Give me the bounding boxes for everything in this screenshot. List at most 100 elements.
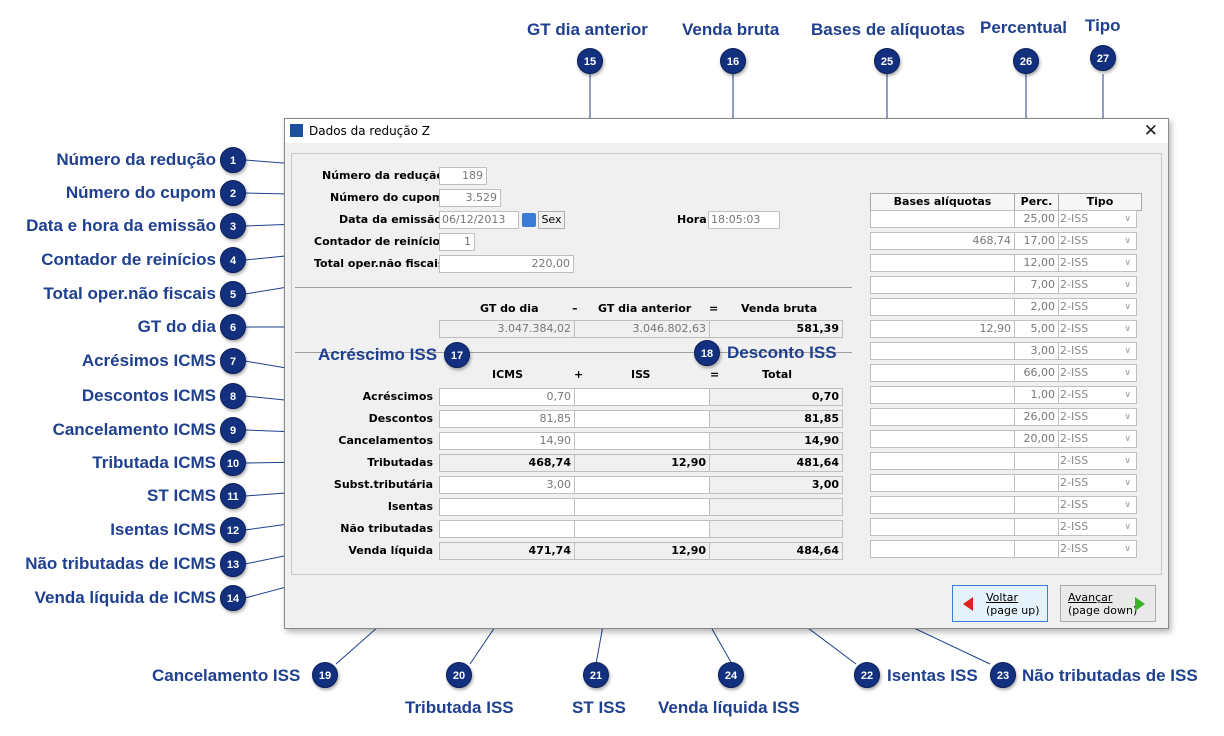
iss-cell[interactable]: 12,90 xyxy=(574,454,710,472)
base-aliquota-cell[interactable] xyxy=(870,276,1015,294)
calendar-icon[interactable] xyxy=(522,213,536,227)
data-emissao-field[interactable]: 06/12/2013 xyxy=(439,211,519,229)
perc-cell[interactable]: 1,00 xyxy=(1014,386,1059,404)
total-cell[interactable] xyxy=(709,520,843,538)
perc-cell[interactable] xyxy=(1014,496,1059,514)
base-aliquota-cell[interactable]: 468,74 xyxy=(870,232,1015,250)
perc-cell[interactable] xyxy=(1014,474,1059,492)
chevron-down-icon[interactable]: ∨ xyxy=(1124,368,1131,378)
total-nao-fiscais-field[interactable]: 220,00 xyxy=(439,255,574,273)
chevron-down-icon[interactable]: ∨ xyxy=(1124,346,1131,356)
total-cell[interactable]: 0,70 xyxy=(709,388,843,406)
base-aliquota-cell[interactable] xyxy=(870,364,1015,382)
perc-cell[interactable]: 3,00 xyxy=(1014,342,1059,360)
base-aliquota-cell[interactable] xyxy=(870,386,1015,404)
base-aliquota-cell[interactable] xyxy=(870,408,1015,426)
chevron-down-icon[interactable]: ∨ xyxy=(1124,412,1131,422)
icms-cell[interactable]: 0,70 xyxy=(439,388,575,406)
hora-field[interactable]: 18:05:03 xyxy=(708,211,780,229)
numero-cupom-field[interactable]: 3.529 xyxy=(439,189,501,207)
base-aliquota-cell[interactable] xyxy=(870,430,1015,448)
icms-cell[interactable]: 468,74 xyxy=(439,454,575,472)
icms-cell[interactable] xyxy=(439,520,575,538)
iss-cell[interactable] xyxy=(574,388,710,406)
tipo-select[interactable]: 2-ISS∨ xyxy=(1058,254,1137,272)
total-cell[interactable]: 484,64 xyxy=(709,542,843,560)
icms-cell[interactable] xyxy=(439,498,575,516)
tipo-select[interactable]: 2-ISS∨ xyxy=(1058,496,1137,514)
chevron-down-icon[interactable]: ∨ xyxy=(1124,302,1131,312)
icms-cell[interactable]: 471,74 xyxy=(439,542,575,560)
total-cell[interactable]: 81,85 xyxy=(709,410,843,428)
weekday-button[interactable]: Sex xyxy=(538,211,565,229)
tipo-select[interactable]: 2-ISS∨ xyxy=(1058,474,1137,492)
chevron-down-icon[interactable]: ∨ xyxy=(1124,456,1131,466)
base-aliquota-cell[interactable] xyxy=(870,210,1015,228)
total-cell[interactable] xyxy=(709,498,843,516)
base-aliquota-cell[interactable] xyxy=(870,518,1015,536)
total-cell[interactable]: 3,00 xyxy=(709,476,843,494)
chevron-down-icon[interactable]: ∨ xyxy=(1124,324,1131,334)
total-cell[interactable]: 14,90 xyxy=(709,432,843,450)
chevron-down-icon[interactable]: ∨ xyxy=(1124,214,1131,224)
iss-cell[interactable]: 12,90 xyxy=(574,542,710,560)
chevron-down-icon[interactable]: ∨ xyxy=(1124,390,1131,400)
perc-cell[interactable]: 2,00 xyxy=(1014,298,1059,316)
perc-cell[interactable] xyxy=(1014,540,1059,558)
perc-cell[interactable] xyxy=(1014,452,1059,470)
tipo-select[interactable]: 2-ISS∨ xyxy=(1058,364,1137,382)
numero-reducao-field[interactable]: 189 xyxy=(439,167,487,185)
close-icon[interactable]: ✕ xyxy=(1143,121,1158,140)
tipo-select[interactable]: 2-ISS∨ xyxy=(1058,408,1137,426)
base-aliquota-cell[interactable] xyxy=(870,474,1015,492)
tipo-select[interactable]: 2-ISS∨ xyxy=(1058,342,1137,360)
chevron-down-icon[interactable]: ∨ xyxy=(1124,236,1131,246)
tipo-select[interactable]: 2-ISS∨ xyxy=(1058,452,1137,470)
chevron-down-icon[interactable]: ∨ xyxy=(1124,544,1131,554)
base-aliquota-cell[interactable] xyxy=(870,496,1015,514)
base-aliquota-cell[interactable] xyxy=(870,540,1015,558)
base-aliquota-cell[interactable] xyxy=(870,254,1015,272)
tipo-select[interactable]: 2-ISS∨ xyxy=(1058,210,1137,228)
tipo-select[interactable]: 2-ISS∨ xyxy=(1058,518,1137,536)
base-aliquota-cell[interactable] xyxy=(870,298,1015,316)
chevron-down-icon[interactable]: ∨ xyxy=(1124,478,1131,488)
tipo-select[interactable]: 2-ISS∨ xyxy=(1058,320,1137,338)
iss-cell[interactable] xyxy=(574,476,710,494)
total-cell[interactable]: 481,64 xyxy=(709,454,843,472)
tipo-select[interactable]: 2-ISS∨ xyxy=(1058,386,1137,404)
iss-cell[interactable] xyxy=(574,498,710,516)
perc-cell[interactable]: 12,00 xyxy=(1014,254,1059,272)
base-aliquota-cell[interactable] xyxy=(870,452,1015,470)
perc-cell[interactable]: 66,00 xyxy=(1014,364,1059,382)
chevron-down-icon[interactable]: ∨ xyxy=(1124,500,1131,510)
iss-cell[interactable] xyxy=(574,432,710,450)
perc-cell[interactable]: 7,00 xyxy=(1014,276,1059,294)
gt-dia-field[interactable]: 3.047.384,02 xyxy=(439,320,575,338)
perc-cell[interactable]: 5,00 xyxy=(1014,320,1059,338)
tipo-select[interactable]: 2-ISS∨ xyxy=(1058,540,1137,558)
tipo-select[interactable]: 2-ISS∨ xyxy=(1058,298,1137,316)
chevron-down-icon[interactable]: ∨ xyxy=(1124,258,1131,268)
perc-cell[interactable] xyxy=(1014,518,1059,536)
base-aliquota-cell[interactable]: 12,90 xyxy=(870,320,1015,338)
perc-cell[interactable]: 17,00 xyxy=(1014,232,1059,250)
contador-reinicios-field[interactable]: 1 xyxy=(439,233,475,251)
icms-cell[interactable]: 3,00 xyxy=(439,476,575,494)
base-aliquota-cell[interactable] xyxy=(870,342,1015,360)
chevron-down-icon[interactable]: ∨ xyxy=(1124,280,1131,290)
chevron-down-icon[interactable]: ∨ xyxy=(1124,522,1131,532)
iss-cell[interactable] xyxy=(574,410,710,428)
tipo-select[interactable]: 2-ISS∨ xyxy=(1058,276,1137,294)
perc-cell[interactable]: 20,00 xyxy=(1014,430,1059,448)
perc-cell[interactable]: 26,00 xyxy=(1014,408,1059,426)
icms-cell[interactable]: 81,85 xyxy=(439,410,575,428)
perc-cell[interactable]: 25,00 xyxy=(1014,210,1059,228)
icms-cell[interactable]: 14,90 xyxy=(439,432,575,450)
venda-bruta-field[interactable]: 581,39 xyxy=(709,320,843,338)
chevron-down-icon[interactable]: ∨ xyxy=(1124,434,1131,444)
tipo-select[interactable]: 2-ISS∨ xyxy=(1058,232,1137,250)
iss-cell[interactable] xyxy=(574,520,710,538)
tipo-select[interactable]: 2-ISS∨ xyxy=(1058,430,1137,448)
voltar-button[interactable]: Voltar (page up) xyxy=(952,585,1048,622)
